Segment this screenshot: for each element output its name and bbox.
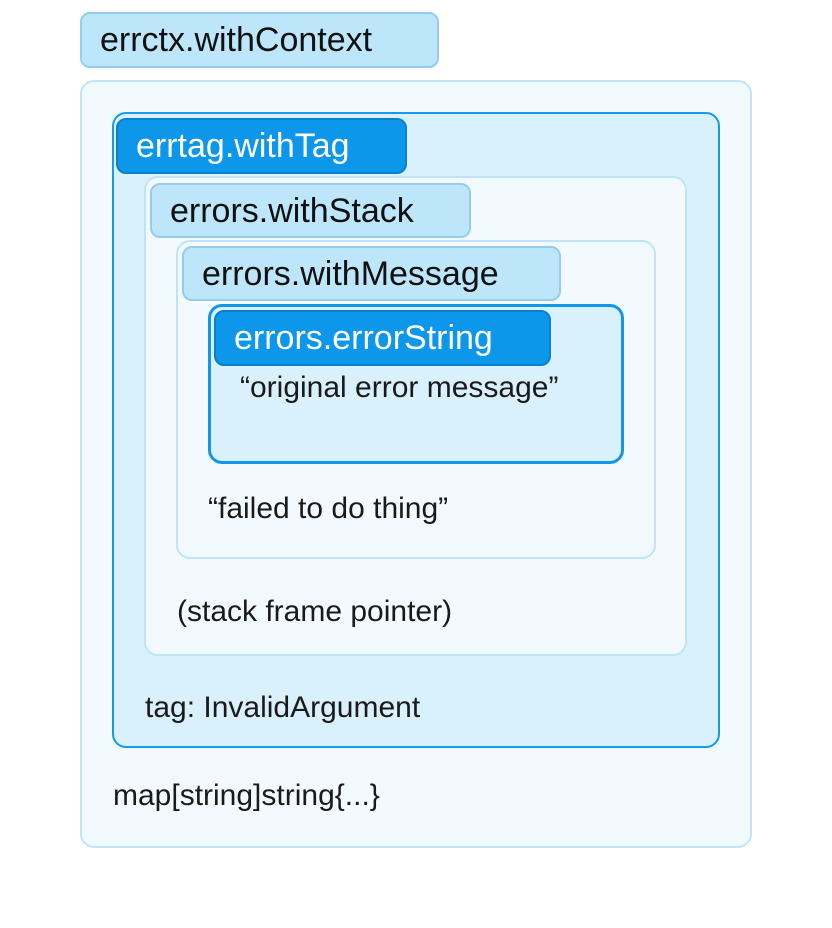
- with-context-content: map[string]string{...}: [113, 779, 380, 812]
- with-stack-content: (stack frame pointer): [177, 595, 453, 628]
- with-tag-content: tag: InvalidArgument: [145, 691, 421, 724]
- error-string-label: errors.errorString: [214, 310, 551, 366]
- with-stack-label: errors.withStack: [150, 183, 471, 238]
- with-message-content: “failed to do thing”: [208, 492, 449, 525]
- with-tag-label: errtag.withTag: [116, 118, 407, 174]
- error-string-content: “original error message”: [240, 371, 559, 404]
- with-context-label: errctx.withContext: [80, 12, 439, 68]
- with-message-label: errors.withMessage: [182, 246, 561, 301]
